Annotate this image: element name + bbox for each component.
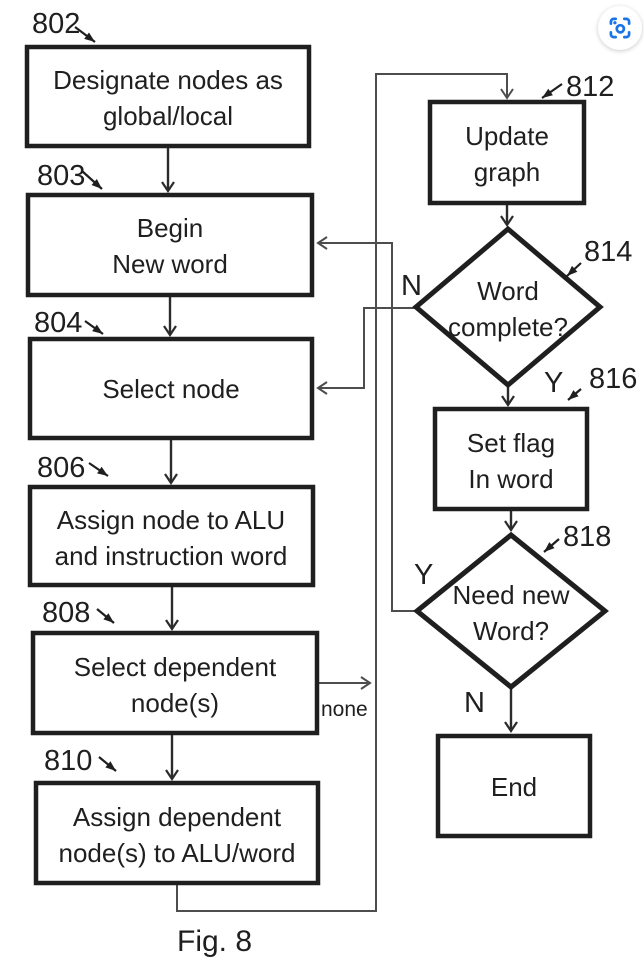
lead-arrow-814 [566,262,582,277]
node-808: 808 Select dependent node(s) [30,597,320,736]
lead-arrow-818 [543,538,560,553]
edge-818-yes-to-803 [316,236,417,612]
lead-arrow-808 [96,608,115,624]
lens-icon [609,17,631,39]
ref-label-806: 806 [37,452,85,484]
node-814: 814 Word complete? N Y [401,225,632,399]
node-802: 802 Designate nodes as global/local [24,8,312,149]
ref-label-814: 814 [584,236,632,268]
node-804-box [27,336,315,441]
node-816-text-line2: In word [468,464,553,494]
branch-label-818-yes: Y [414,559,433,591]
node-818-text-line1: Need new [452,580,569,610]
branch-label-808-none: none [321,698,368,721]
node-816: 816 Set flag In word [432,363,637,512]
branch-label-818-no: N [464,687,485,719]
node-814-text-line1: Word [477,276,539,306]
node-812: 812 Update graph [427,71,614,206]
node-806: 806 Assign node to ALU and instruction w… [27,452,316,588]
node-804-text-line1: Select node [102,374,239,404]
node-818-diamond [413,531,609,691]
branch-label-814-yes: Y [544,367,563,399]
node-814-text-line2: complete? [448,312,568,342]
edge-814-no-to-804 [316,307,416,395]
node-803-box [25,192,315,298]
node-810-box [33,780,321,886]
node-end-box [435,733,593,839]
lead-arrow-806 [88,462,109,477]
node-812-text-line1: Update [465,121,549,151]
node-812-box [427,99,587,206]
node-806-text-line1: Assign node to ALU [57,505,285,535]
ref-label-810: 810 [44,745,92,777]
ref-label-804: 804 [34,307,82,339]
lead-arrow-802 [74,26,96,43]
lead-arrow-810 [98,756,117,772]
ref-label-816: 816 [589,363,637,395]
node-802-box [24,44,312,149]
ref-label-808: 808 [42,597,90,629]
node-814-diamond [412,225,604,389]
node-803: 803 Begin New word [25,160,315,298]
node-812-text-line2: graph [474,157,541,187]
node-802-text-line2: global/local [103,101,233,131]
node-806-text-line2: and instruction word [55,541,288,571]
node-816-box [432,406,590,512]
node-808-text-line2: node(s) [131,688,219,718]
branch-label-814-no: N [401,270,422,302]
node-818-text-line2: Word? [473,616,549,646]
lead-arrow-816 [567,388,582,401]
node-end-text-line1: End [491,772,537,802]
node-804: 804 Select node [27,307,315,441]
node-816-text-line1: Set flag [467,428,555,458]
lead-arrow-812 [541,83,563,99]
lead-arrow-803 [81,170,103,190]
ref-label-803: 803 [37,160,85,192]
edge-810-loop-to-812 [176,73,514,912]
feedback-lines [176,73,514,912]
node-803-text-line1: Begin [137,213,204,243]
node-803-text-line2: New word [112,249,228,279]
node-810: 810 Assign dependent node(s) to ALU/word [33,745,321,886]
figure-caption: Fig. 8 [177,925,252,958]
node-810-text-line1: Assign dependent [73,802,282,832]
ref-label-802: 802 [32,8,80,40]
node-810-text-line2: node(s) to ALU/word [58,838,295,868]
lens-button[interactable] [598,6,642,50]
node-808-box [30,630,320,736]
node-808-text-line1: Select dependent [74,652,277,682]
node-818: 818 Need new Word? Y N [413,521,611,719]
node-end: End [435,733,593,839]
lens-dot [613,21,617,25]
lead-arrow-804 [84,320,104,335]
node-802-text-line1: Designate nodes as [53,65,283,95]
ref-label-812: 812 [566,71,614,103]
flow-arrows [161,147,518,781]
ref-label-818: 818 [563,521,611,553]
node-806-box [27,484,316,588]
